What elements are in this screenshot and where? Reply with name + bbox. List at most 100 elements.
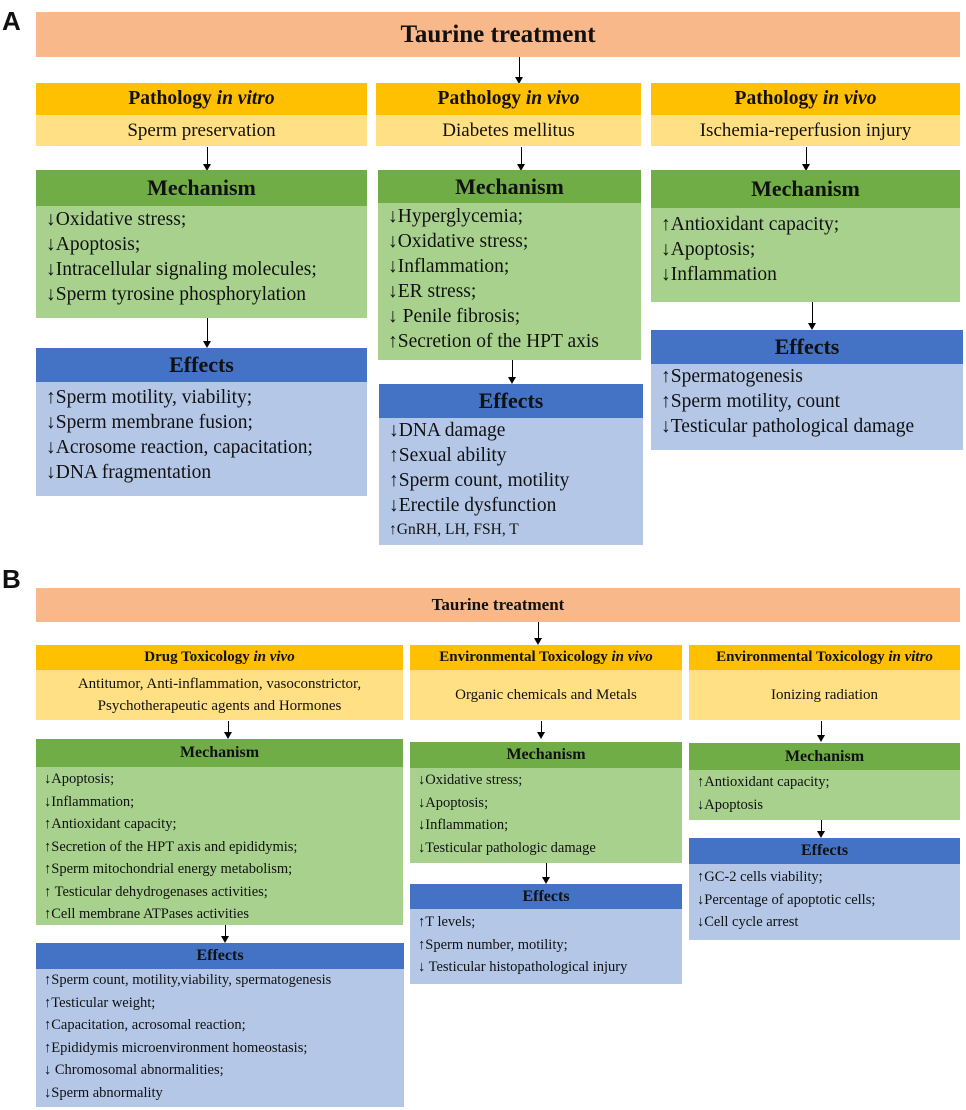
a-col1-effects-item: ↓DNA damage: [389, 420, 506, 441]
b-col0-effects-item: ↑Sperm count, motility,viability, sperma…: [44, 972, 332, 988]
a-col1-effects-item: ↓Erectile dysfunction: [389, 495, 557, 516]
b-col1-mechanism-item: ↓Testicular pathologic damage: [418, 839, 596, 856]
b-col1-pathology-header: Environmental Toxicology in vivo: [410, 645, 682, 670]
b-col0-effects-item: ↑Epididymis microenvironment homeostasis…: [44, 1039, 308, 1056]
a-col1-effects-title: Effects: [379, 384, 643, 418]
b-col0-condition-line: Psychotherapeutic agents and Hormones: [97, 698, 342, 714]
b-col1-mechanism-item: ↓Oxidative stress;: [418, 772, 523, 788]
panel-a-banner: Taurine treatment: [36, 12, 960, 57]
b-col0-mechanism-list: ↓Apoptosis; ↓Inflammation; ↑Antioxidant …: [44, 767, 403, 926]
b-col1-effects-title: Effects: [410, 884, 682, 909]
a-col1-mechanism-item: ↑Secretion of the HPT axis: [388, 331, 599, 352]
a-col0-mechanism-item: ↓Intracellular signaling molecules;: [46, 259, 317, 280]
b-col2-effects-list: ↑GC-2 cells viability; ↓Percentage of ap…: [697, 864, 960, 934]
b-col0-mechanism-item: ↓Inflammation;: [44, 793, 135, 810]
a-col0-condition: Sperm preservation: [36, 115, 367, 146]
b-col1-pathology-prefix: Environmental Toxicology: [439, 649, 608, 665]
a-col2-effects-item: ↑Spermatogenesis: [661, 366, 803, 387]
panel-a-letter: A: [2, 6, 21, 36]
a-col0-effects-item: ↓Sperm membrane fusion;: [46, 412, 253, 433]
a-col1-mechanism-item: ↓ER stress;: [388, 281, 477, 302]
arrow-a-col2-2: [808, 302, 816, 330]
b-col0-effects-list: ↑Sperm count, motility,viability, sperma…: [44, 969, 404, 1104]
a-col0-effects-item: ↓DNA fragmentation: [46, 462, 212, 483]
b-col0-effects-item: ↓Sperm abnormality: [44, 1084, 163, 1101]
a-col1-effects-list: ↓DNA damage ↑Sexual ability ↑Sperm count…: [389, 418, 643, 542]
a-col0-mechanism-box: ↓Oxidative stress; ↓Apoptosis; ↓Intracel…: [36, 206, 367, 318]
b-col2-effects-item: ↓Cell cycle arrest: [697, 914, 799, 930]
arrow-b-col2-2: [817, 820, 825, 838]
a-col0-mechanism-item: ↓Sperm tyrosine phosphorylation: [46, 284, 306, 305]
b-col0-effects-item: ↑Capacitation, acrosomal reaction;: [44, 1017, 246, 1033]
a-col0-mechanism-list: ↓Oxidative stress; ↓Apoptosis; ↓Intracel…: [46, 206, 367, 307]
panel-b-banner: Taurine treatment: [36, 588, 960, 622]
a-col2-pathology-header: Pathology in vivo: [651, 83, 960, 115]
b-col0-condition: Antitumor, Anti-inflammation, vasoconstr…: [36, 670, 403, 720]
a-col2-pathology-prefix: Pathology: [734, 88, 818, 109]
b-col1-effects-item: ↑T levels;: [418, 914, 476, 930]
a-col0-mechanism-title: Mechanism: [36, 170, 367, 206]
a-col0-mechanism-item: ↓Oxidative stress;: [46, 209, 187, 230]
arrow-a-banner: [515, 57, 523, 84]
a-col2-mechanism-list: ↑Antioxidant capacity; ↓Apoptosis; ↓Infl…: [661, 208, 960, 287]
arrow-b-col1-2: [542, 863, 550, 884]
b-col0-pathology-prefix: Drug Toxicology: [144, 649, 250, 665]
b-col0-effects-item: ↓ Chromosomal abnormalities;: [44, 1062, 224, 1078]
b-col1-effects-box: ↑T levels; ↑Sperm number, motility; ↓ Te…: [410, 909, 682, 984]
b-col1-effects-list: ↑T levels; ↑Sperm number, motility; ↓ Te…: [418, 909, 682, 979]
a-col2-effects-box: ↑Spermatogenesis ↑Sperm motility, count …: [651, 364, 963, 450]
a-col0-pathology-prefix: Pathology: [128, 88, 212, 109]
b-col0-mechanism-item: ↑Secretion of the HPT axis and epididymi…: [44, 838, 298, 855]
b-col0-mechanism-item: ↓Apoptosis;: [44, 771, 115, 787]
b-col1-mechanism-item: ↓Apoptosis;: [418, 794, 489, 811]
b-col2-effects-box: ↑GC-2 cells viability; ↓Percentage of ap…: [689, 864, 960, 940]
b-col2-effects-item: ↑GC-2 cells viability;: [697, 869, 823, 885]
a-col1-mechanism-box: ↓Hyperglycemia; ↓Oxidative stress; ↓Infl…: [378, 203, 641, 360]
b-col1-mechanism-list: ↓Oxidative stress; ↓Apoptosis; ↓Inflamma…: [418, 768, 682, 859]
a-col1-pathology-prefix: Pathology: [437, 88, 521, 109]
a-col2-effects-item: ↑Sperm motility, count: [661, 391, 841, 412]
b-col0-mechanism-item: ↑Sperm mitochondrial energy metabolism;: [44, 861, 293, 877]
arrow-a-col2-1: [802, 147, 810, 171]
a-col1-condition: Diabetes mellitus: [376, 115, 641, 146]
b-col0-mechanism-item: ↑ Testicular dehydrogenases activities;: [44, 883, 268, 900]
a-col1-mechanism-item: ↓ Penile fibrosis;: [388, 306, 521, 327]
b-col1-condition-line: Organic chemicals and Metals: [455, 686, 637, 703]
b-col0-mechanism-item: ↑Cell membrane ATPases activities: [44, 906, 249, 922]
a-col1-effects-item: ↑GnRH, LH, FSH, T: [389, 521, 519, 538]
b-col0-mechanism-title: Mechanism: [36, 739, 403, 767]
b-col0-condition-line: Antitumor, Anti-inflammation, vasoconstr…: [77, 676, 362, 692]
a-col2-effects-item: ↓Testicular pathological damage: [661, 416, 915, 437]
a-col2-mechanism-item: ↑Antioxidant capacity;: [661, 214, 840, 235]
a-col1-mechanism-item: ↓Inflammation;: [388, 256, 510, 277]
arrow-b-col1-1: [537, 721, 545, 739]
arrow-b-col2-1: [817, 721, 825, 742]
b-col0-effects-title: Effects: [36, 943, 404, 969]
a-col1-effects-item: ↑Sexual ability: [389, 445, 507, 466]
a-col2-mechanism-item: ↓Inflammation: [661, 264, 777, 285]
arrow-a-col0-2: [203, 318, 211, 348]
b-col2-pathology-header: Environmental Toxicology in vitro: [689, 645, 960, 670]
arrow-b-col0-1: [224, 721, 232, 739]
a-col1-mechanism-title: Mechanism: [378, 170, 641, 203]
b-col1-pathology-em: in vivo: [611, 649, 653, 665]
arrow-b-banner: [534, 622, 542, 645]
a-col1-effects-box: ↓DNA damage ↑Sexual ability ↑Sperm count…: [379, 418, 643, 545]
a-col0-effects-title: Effects: [36, 348, 367, 382]
b-col1-condition: Organic chemicals and Metals: [410, 670, 682, 720]
a-col0-effects-item: ↓Acrosome reaction, capacitation;: [46, 437, 313, 458]
b-col2-mechanism-box: ↑Antioxidant capacity; ↓Apoptosis: [689, 770, 960, 820]
b-col2-mechanism-item: ↑Antioxidant capacity;: [697, 774, 830, 790]
a-col2-pathology-em: in vivo: [822, 88, 877, 109]
arrow-a-col0-1: [203, 147, 211, 171]
b-col1-mechanism-item: ↓Inflammation;: [418, 817, 509, 833]
a-col1-mechanism-list: ↓Hyperglycemia; ↓Oxidative stress; ↓Infl…: [388, 203, 641, 354]
a-col1-effects-item: ↑Sperm count, motility: [389, 470, 570, 491]
b-col1-mechanism-title: Mechanism: [410, 742, 682, 768]
b-col0-mechanism-box: ↓Apoptosis; ↓Inflammation; ↑Antioxidant …: [36, 767, 403, 925]
b-col2-condition-line: Ionizing radiation: [770, 686, 879, 703]
arrow-b-col0-2: [221, 925, 229, 943]
b-col1-effects-item: ↑Sperm number, motility;: [418, 936, 568, 953]
a-col0-mechanism-item: ↓Apoptosis;: [46, 234, 141, 255]
b-col2-pathology-em: in vitro: [888, 649, 933, 665]
